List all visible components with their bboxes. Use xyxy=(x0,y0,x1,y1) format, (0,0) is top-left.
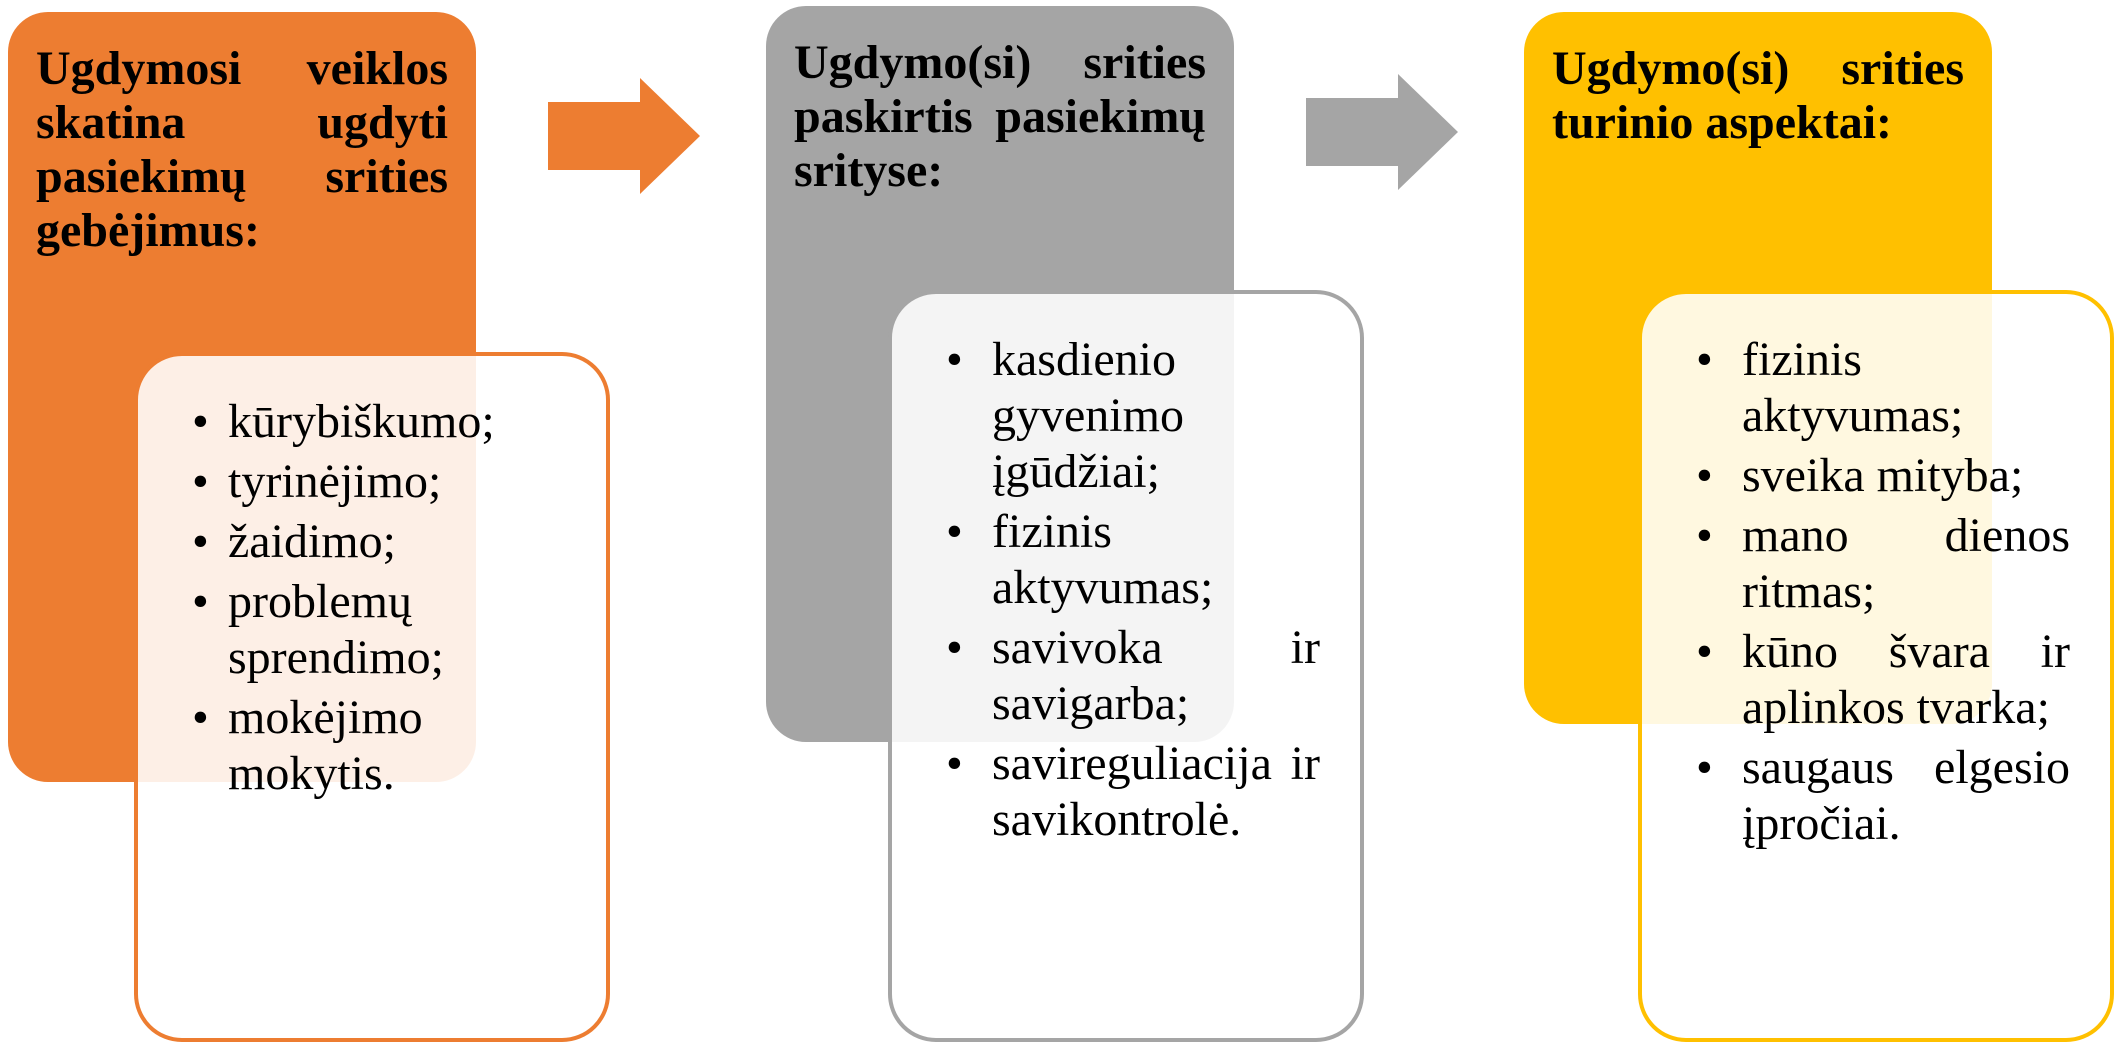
list-item: savivoka ir savigarba; xyxy=(932,620,1320,732)
list-item: savireguliacija ir savikontrolė. xyxy=(932,736,1320,848)
list-item: kūrybiškumo; xyxy=(178,394,566,450)
list-item: kasdienio gyvenimo įgūdžiai; xyxy=(932,332,1320,500)
step-1-list: kūrybiškumo; tyrinėjimo; žaidimo; proble… xyxy=(178,394,566,802)
step-3-list: fizinis aktyvumas; sveika mityba; mano d… xyxy=(1682,332,2070,852)
arrow-shape xyxy=(1306,74,1458,190)
arrow-right-icon xyxy=(548,78,700,194)
list-item: problemų sprendimo; xyxy=(178,574,566,686)
step-1-title: Ugdymosi veiklos skatina ugdyti pasiekim… xyxy=(36,42,448,257)
step-1-detail-box: kūrybiškumo; tyrinėjimo; žaidimo; proble… xyxy=(134,352,610,1042)
step-3-title: Ugdymo(si) srities turinio aspektai: xyxy=(1552,42,1964,149)
step-3-detail-box: fizinis aktyvumas; sveika mityba; mano d… xyxy=(1638,290,2114,1042)
arrow-shape xyxy=(548,78,700,194)
arrow-right-icon xyxy=(1306,74,1458,190)
list-item: žaidimo; xyxy=(178,514,566,570)
step-2-list: kasdienio gyvenimo įgūdžiai; fizinis akt… xyxy=(932,332,1320,848)
list-item: fizinis aktyvumas; xyxy=(932,504,1320,616)
list-item: mano dienos ritmas; xyxy=(1682,508,2070,620)
list-item: mokėjimo mokytis. xyxy=(178,690,566,802)
list-item: saugaus elgesio įpročiai. xyxy=(1682,740,2070,852)
list-item: fizinis aktyvumas; xyxy=(1682,332,2070,444)
step-2-title: Ugdymo(si) srities paskirtis pasiekimų s… xyxy=(794,36,1206,197)
step-2-detail-box: kasdienio gyvenimo įgūdžiai; fizinis akt… xyxy=(888,290,1364,1042)
list-item: kūno švara ir aplinkos tvarka; xyxy=(1682,624,2070,736)
list-item: tyrinėjimo; xyxy=(178,454,566,510)
list-item: sveika mityba; xyxy=(1682,448,2070,504)
